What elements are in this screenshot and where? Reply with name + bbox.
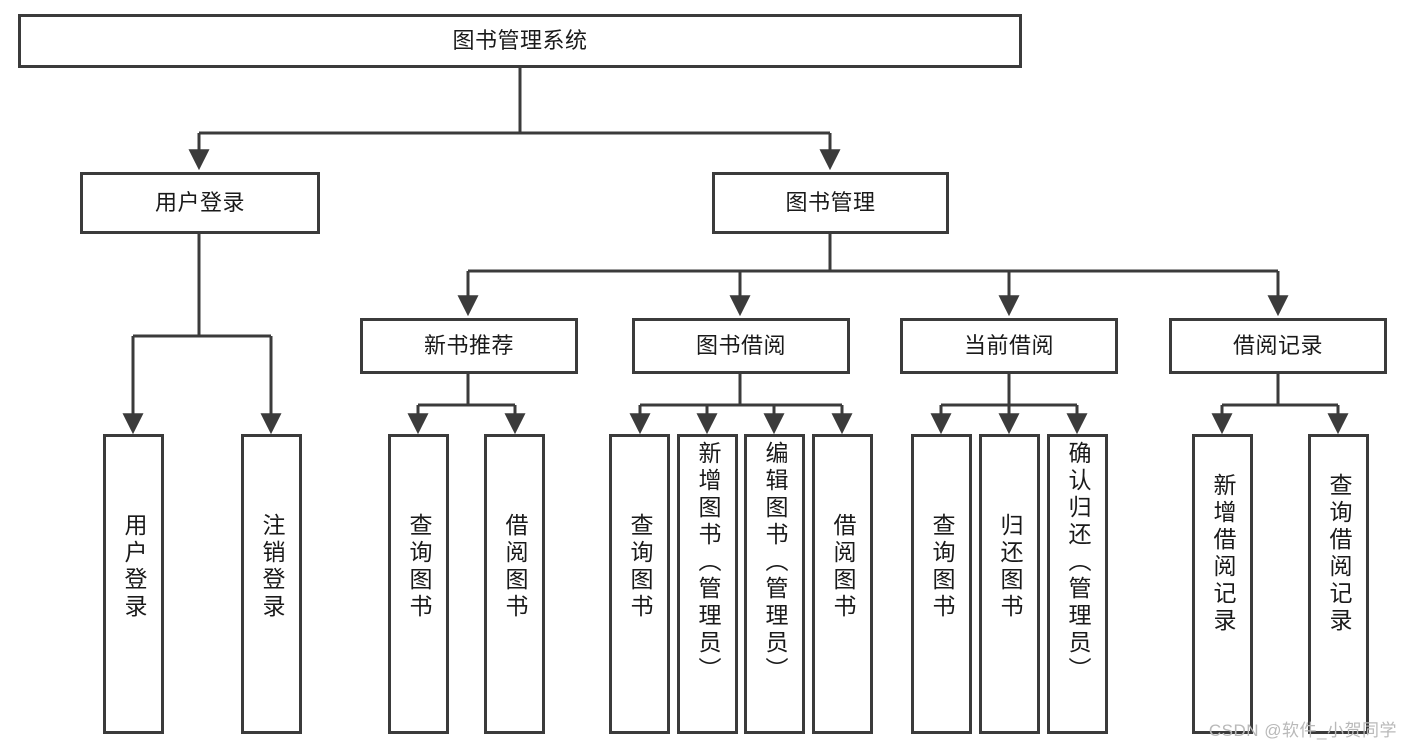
node-leaf-confirm-return-admin-label: 确认归还（管理员） <box>1065 441 1091 684</box>
node-book-borrow[interactable]: 图书借阅 <box>632 318 850 374</box>
node-leaf-borrow-book-1-label: 借阅图书 <box>502 513 528 621</box>
node-leaf-borrow-book-2-label: 借阅图书 <box>830 513 856 621</box>
node-leaf-query-book-1[interactable]: 查询图书 <box>388 434 449 734</box>
node-leaf-user-login-label: 用户登录 <box>121 513 147 621</box>
node-leaf-edit-book-admin-label: 编辑图书（管理员） <box>762 441 788 684</box>
node-leaf-user-login[interactable]: 用户登录 <box>103 434 164 734</box>
node-root-book-management-system[interactable]: 图书管理系统 <box>18 14 1022 68</box>
node-leaf-query-book-3[interactable]: 查询图书 <box>911 434 972 734</box>
node-leaf-query-book-1-label: 查询图书 <box>406 513 432 621</box>
node-book-management[interactable]: 图书管理 <box>712 172 949 234</box>
node-leaf-logout-login[interactable]: 注销登录 <box>241 434 302 734</box>
node-current-borrow-label: 当前借阅 <box>963 333 1054 359</box>
node-leaf-borrow-book-1[interactable]: 借阅图书 <box>484 434 545 734</box>
node-new-book-recommend[interactable]: 新书推荐 <box>360 318 578 374</box>
node-leaf-return-book[interactable]: 归还图书 <box>979 434 1040 734</box>
node-leaf-query-borrow-record-label: 查询借阅记录 <box>1326 473 1352 635</box>
node-user-login-label: 用户登录 <box>154 190 245 216</box>
node-leaf-add-borrow-record[interactable]: 新增借阅记录 <box>1192 434 1253 734</box>
csdn-watermark: CSDN @软件_小贺同学 <box>1208 721 1397 740</box>
node-borrow-record-label: 借阅记录 <box>1232 333 1323 359</box>
node-leaf-add-book-admin[interactable]: 新增图书（管理员） <box>677 434 738 734</box>
node-leaf-borrow-book-2[interactable]: 借阅图书 <box>812 434 873 734</box>
node-current-borrow[interactable]: 当前借阅 <box>900 318 1118 374</box>
node-leaf-logout-login-label: 注销登录 <box>259 513 285 621</box>
node-book-management-label: 图书管理 <box>785 190 876 216</box>
node-user-login[interactable]: 用户登录 <box>80 172 320 234</box>
node-leaf-add-borrow-record-label: 新增借阅记录 <box>1210 473 1236 635</box>
node-leaf-return-book-label: 归还图书 <box>997 513 1023 621</box>
node-leaf-query-book-3-label: 查询图书 <box>929 513 955 621</box>
node-leaf-confirm-return-admin[interactable]: 确认归还（管理员） <box>1047 434 1108 734</box>
node-root-label: 图书管理系统 <box>452 28 588 54</box>
node-new-book-recommend-label: 新书推荐 <box>423 333 514 359</box>
node-leaf-query-book-2[interactable]: 查询图书 <box>609 434 670 734</box>
node-leaf-edit-book-admin[interactable]: 编辑图书（管理员） <box>744 434 805 734</box>
node-leaf-query-book-2-label: 查询图书 <box>627 513 653 621</box>
node-leaf-add-book-admin-label: 新增图书（管理员） <box>695 441 721 684</box>
node-book-borrow-label: 图书借阅 <box>695 333 786 359</box>
node-leaf-query-borrow-record[interactable]: 查询借阅记录 <box>1308 434 1369 734</box>
node-borrow-record[interactable]: 借阅记录 <box>1169 318 1387 374</box>
